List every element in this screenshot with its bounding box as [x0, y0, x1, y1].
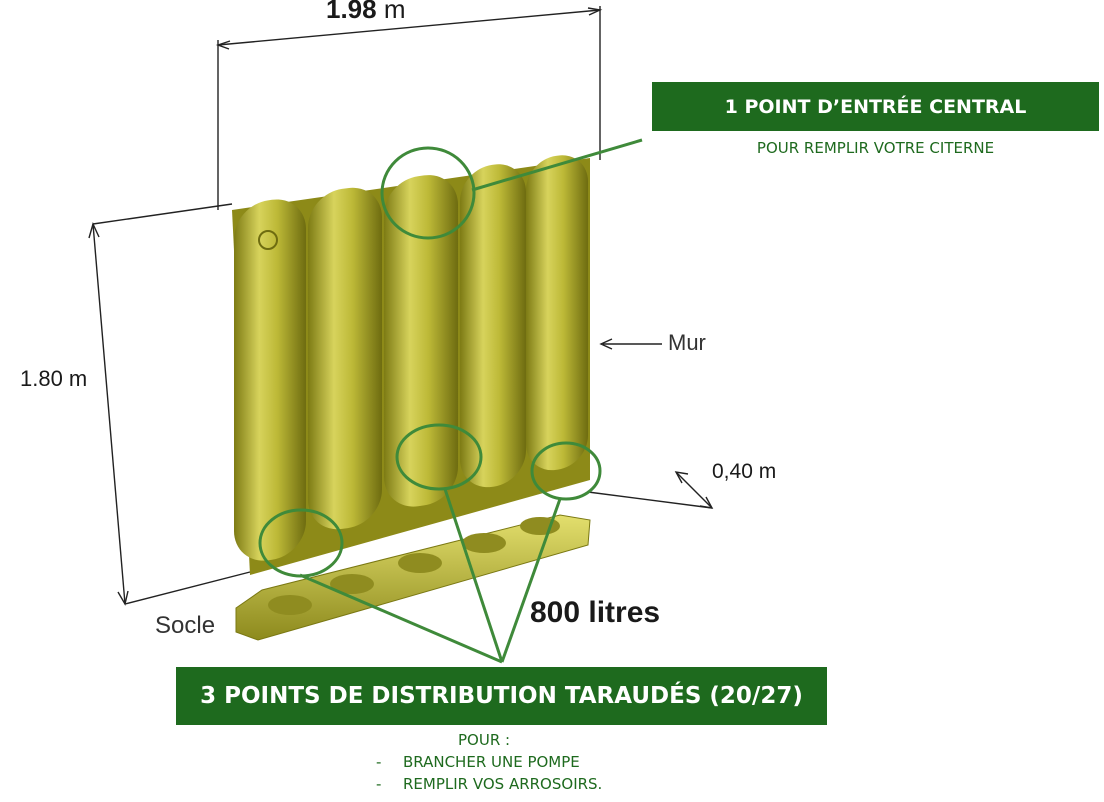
outlets-callout-item: -BRANCHER UNE POMPE [376, 753, 580, 771]
width-dimension: 1.98 m [326, 0, 406, 25]
outlets-callout-item: -REMPLIR VOS ARROSOIRS. [376, 775, 603, 793]
tank-body [232, 155, 590, 575]
inlet-callout-subtitle: POUR REMPLIR VOTRE CITERNE [756, 139, 995, 157]
outlets-callout-details: POUR : -BRANCHER UNE POMPE -REMPLIR VOS … [376, 731, 602, 797]
height-dimension: 1.80 m [20, 366, 88, 391]
outlets-callout-intro: POUR : [458, 731, 511, 749]
width-dimension-value: 1.98 [326, 0, 377, 24]
capacity-label: 800 litres [530, 596, 661, 629]
outlets-callout-item-text: REMPLIR VOS ARROSOIRS. [403, 775, 603, 793]
inlet-callout-banner: 1 POINT D’ENTRÉE CENTRAL [652, 82, 1099, 131]
dimension-lines [88, 6, 714, 606]
wall-label: Mur [668, 330, 706, 355]
depth-dimension: 0,40 m [712, 460, 777, 483]
outlets-callout-item-text: BRANCHER UNE POMPE [403, 753, 580, 771]
callout-markers [258, 138, 643, 664]
outlets-callout-banner: 3 POINTS DE DISTRIBUTION TARAUDÉS (20/27… [176, 667, 827, 725]
tank-base [235, 514, 591, 641]
width-dimension-unit: m [383, 0, 406, 24]
base-label: Socle [155, 612, 216, 639]
